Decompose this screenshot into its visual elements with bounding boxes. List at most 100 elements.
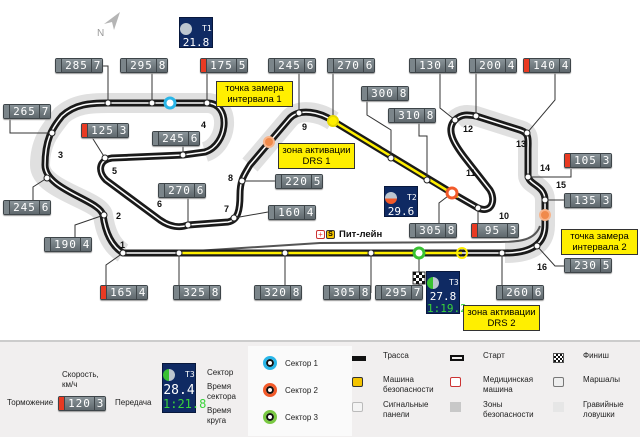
speed-value: 265 [10, 105, 40, 118]
medical-car-icon [450, 377, 461, 387]
sector-label: T1 [202, 24, 212, 33]
gear-value: 8 [210, 286, 220, 299]
leader-line [9, 112, 52, 134]
brake-indicator [470, 59, 476, 72]
signal-panel-icon [352, 402, 363, 412]
speed-value: 190 [51, 238, 81, 251]
brake-indicator [362, 87, 368, 100]
brake-indicator [472, 224, 478, 237]
brake-indicator [45, 238, 51, 251]
gear-value: 3 [508, 224, 518, 237]
brake-indicator [410, 59, 416, 72]
measure-point [474, 204, 482, 212]
leader-line [528, 169, 572, 178]
brake-indicator [324, 286, 330, 299]
brake-indicator [82, 124, 88, 137]
brake-indicator [269, 206, 275, 219]
sector-time: 21.8 [182, 36, 210, 49]
interval2-marker [539, 209, 551, 221]
leader-line [418, 116, 428, 180]
gear-value: 4 [560, 59, 570, 72]
gear-value: 3 [601, 194, 611, 207]
drs-zone-1 [332, 119, 459, 199]
legend-item-label: Старт [483, 351, 505, 360]
sector2-marker [445, 186, 459, 200]
measure-point [230, 214, 238, 222]
mercedes-logo-icon [385, 191, 398, 204]
turn-number: 12 [463, 124, 474, 134]
safety-car-icon [352, 377, 363, 387]
speed-value: 300 [368, 87, 398, 100]
brake-indicator [376, 286, 382, 299]
turn-number: 10 [499, 211, 510, 221]
measure-point [541, 196, 549, 204]
gear-value: 8 [360, 286, 370, 299]
turn-number: 9 [302, 122, 308, 132]
brake-indicator [565, 259, 571, 272]
runoff-zone-icon [450, 402, 461, 412]
speed-value: 175 [207, 59, 237, 72]
brake-indicator [159, 184, 165, 197]
brake-indicator [201, 59, 207, 72]
brake-indicator [59, 397, 65, 410]
speed-value: 120 [65, 397, 95, 410]
sector1-marker [163, 96, 177, 110]
svg-text:N: N [97, 28, 104, 39]
turn-number: 1 [120, 240, 126, 250]
gear-value: 4 [305, 206, 315, 219]
legend-gear: Передача [115, 398, 152, 407]
compass-icon: N [97, 12, 120, 39]
measure-point [451, 116, 459, 124]
legend-item-label: Зоны безопасности [483, 400, 534, 419]
gear-value: 6 [40, 201, 50, 214]
speed-value: 140 [530, 59, 560, 72]
legend-braking: Торможение [7, 398, 54, 407]
measure-point [423, 176, 431, 184]
drs1-marker [327, 115, 339, 127]
sector-label: T2 [407, 193, 417, 202]
speed-value: 230 [571, 259, 601, 272]
measure-point [238, 177, 246, 185]
brake-indicator [174, 286, 180, 299]
sector-time: 28.4 [163, 383, 195, 398]
drs1-callout: зона активации DRS 1 [278, 143, 355, 169]
leader-line [105, 252, 124, 285]
gear-value: 4 [446, 59, 456, 72]
medical-car-icon: + [316, 230, 325, 239]
mercedes-logo-icon [180, 22, 193, 35]
speed-value: 160 [275, 206, 305, 219]
brake-indicator [101, 286, 107, 299]
measure-point [104, 99, 112, 107]
speed-value: 295 [382, 286, 412, 299]
gear-value: 4 [137, 286, 147, 299]
brake-indicator [524, 59, 530, 72]
leader-line [101, 65, 109, 103]
gravel-trap-icon [553, 402, 564, 412]
turn-number: 15 [556, 180, 567, 190]
leader-line [233, 211, 269, 219]
speed-value: 245 [275, 59, 305, 72]
sector1-ring-icon [263, 356, 277, 370]
measure-point [148, 99, 156, 107]
gear-value: 4 [81, 238, 91, 251]
gear-value: 3 [601, 154, 611, 167]
brake-indicator [389, 109, 395, 122]
leader-line [526, 66, 556, 134]
brake-indicator [153, 132, 159, 145]
sector3-ring-icon [263, 410, 277, 424]
pit-lane [179, 225, 541, 253]
sector-label: T3 [449, 278, 459, 287]
sector1-box: T1 21.8 [179, 17, 213, 49]
gear-value: 8 [446, 224, 456, 237]
track-map: N [9, 12, 572, 293]
